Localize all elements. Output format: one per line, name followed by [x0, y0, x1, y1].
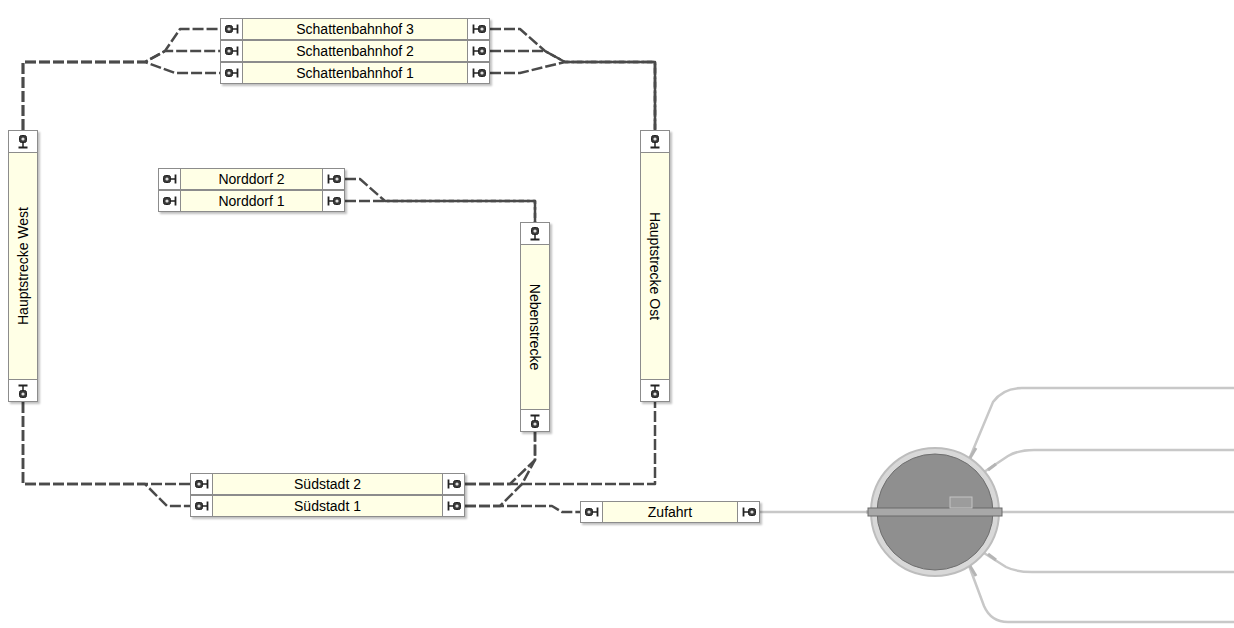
block-end: [9, 131, 37, 153]
block-end: [467, 63, 489, 83]
track-connector: [490, 51, 655, 130]
block-name: Norddorf 1: [218, 193, 284, 209]
block-end: [467, 41, 489, 61]
block-end: [159, 191, 181, 211]
block-end: [191, 496, 213, 516]
block-name: Schattenbahnhof 3: [296, 21, 414, 37]
block-end: [221, 41, 243, 61]
block-end: [442, 496, 464, 516]
track-connector: [23, 402, 190, 484]
block-end: [221, 19, 243, 39]
track-block: Norddorf 2: [158, 168, 345, 190]
yard-tracks: [760, 388, 1234, 622]
signal-icon: [471, 45, 487, 57]
block-end: [191, 474, 213, 494]
track-connector: [23, 402, 190, 506]
signal-icon: [162, 195, 178, 207]
signal-icon: [584, 506, 600, 518]
bridge-cabin: [950, 497, 972, 508]
block-end: [737, 502, 759, 522]
signal-icon: [649, 383, 661, 399]
signal-icon: [471, 67, 487, 79]
block-end: [322, 169, 344, 189]
block-name: Hauptstrecke West: [15, 207, 31, 325]
block-name: Norddorf 2: [218, 171, 284, 187]
track: [984, 450, 1234, 472]
block-end: [442, 474, 464, 494]
signal-icon: [194, 478, 210, 490]
block-end: [521, 409, 549, 431]
block-name: Hauptstrecke Ost: [647, 212, 663, 320]
track-connector: [465, 432, 535, 484]
block-name: Südstadt 2: [294, 476, 361, 492]
track-connector: [465, 402, 655, 484]
signal-icon: [446, 478, 462, 490]
block-name: Nebenstrecke: [527, 284, 543, 370]
signal-icon: [529, 226, 541, 242]
block-end: [641, 379, 669, 401]
track-block: Schattenbahnhof 3: [220, 18, 490, 40]
track-connector: [490, 29, 655, 130]
track-block: Hauptstrecke Ost: [640, 130, 670, 402]
signal-icon: [224, 23, 240, 35]
signal-icon: [529, 413, 541, 429]
track: [760, 511, 873, 514]
track: [968, 563, 1234, 622]
signal-icon: [446, 500, 462, 512]
track: [984, 553, 1234, 572]
block-name: Schattenbahnhof 2: [296, 43, 414, 59]
track-block: Schattenbahnhof 2: [220, 40, 490, 62]
block-name: Schattenbahnhof 1: [296, 65, 414, 81]
signal-icon: [162, 173, 178, 185]
signal-icon: [17, 134, 29, 150]
track-connector: [23, 51, 220, 130]
block-end: [9, 379, 37, 401]
block-end: [581, 502, 603, 522]
block-end: [641, 131, 669, 153]
track-block: Südstadt 1: [190, 495, 465, 517]
block-end: [467, 19, 489, 39]
block-name: Zufahrt: [648, 504, 692, 520]
track-block: Hauptstrecke West: [8, 130, 38, 402]
signal-icon: [224, 67, 240, 79]
signal-icon: [326, 195, 342, 207]
signal-icon: [17, 383, 29, 399]
track-connector: [23, 29, 220, 130]
block-end: [322, 191, 344, 211]
block-name: Südstadt 1: [294, 498, 361, 514]
track-block: Südstadt 2: [190, 473, 465, 495]
track-block: Nebenstrecke: [520, 222, 550, 432]
block-end: [521, 223, 549, 245]
signal-icon: [224, 45, 240, 57]
track-connector: [345, 201, 535, 222]
signal-icon: [471, 23, 487, 35]
track-connector: [465, 506, 580, 512]
signal-icon: [741, 506, 757, 518]
signal-icon: [194, 500, 210, 512]
track-connector: [465, 432, 535, 506]
track-block: Schattenbahnhof 1: [220, 62, 490, 84]
track-connector: [23, 62, 220, 130]
turntable-bridge: [868, 508, 1002, 516]
track-connector: [345, 179, 535, 222]
track-block: Norddorf 1: [158, 190, 345, 212]
signal-icon: [326, 173, 342, 185]
track-connector: [490, 62, 655, 130]
block-end: [159, 169, 181, 189]
track-block: Zufahrt: [580, 501, 760, 523]
signal-icon: [649, 134, 661, 150]
track: [997, 511, 1234, 514]
block-end: [221, 63, 243, 83]
